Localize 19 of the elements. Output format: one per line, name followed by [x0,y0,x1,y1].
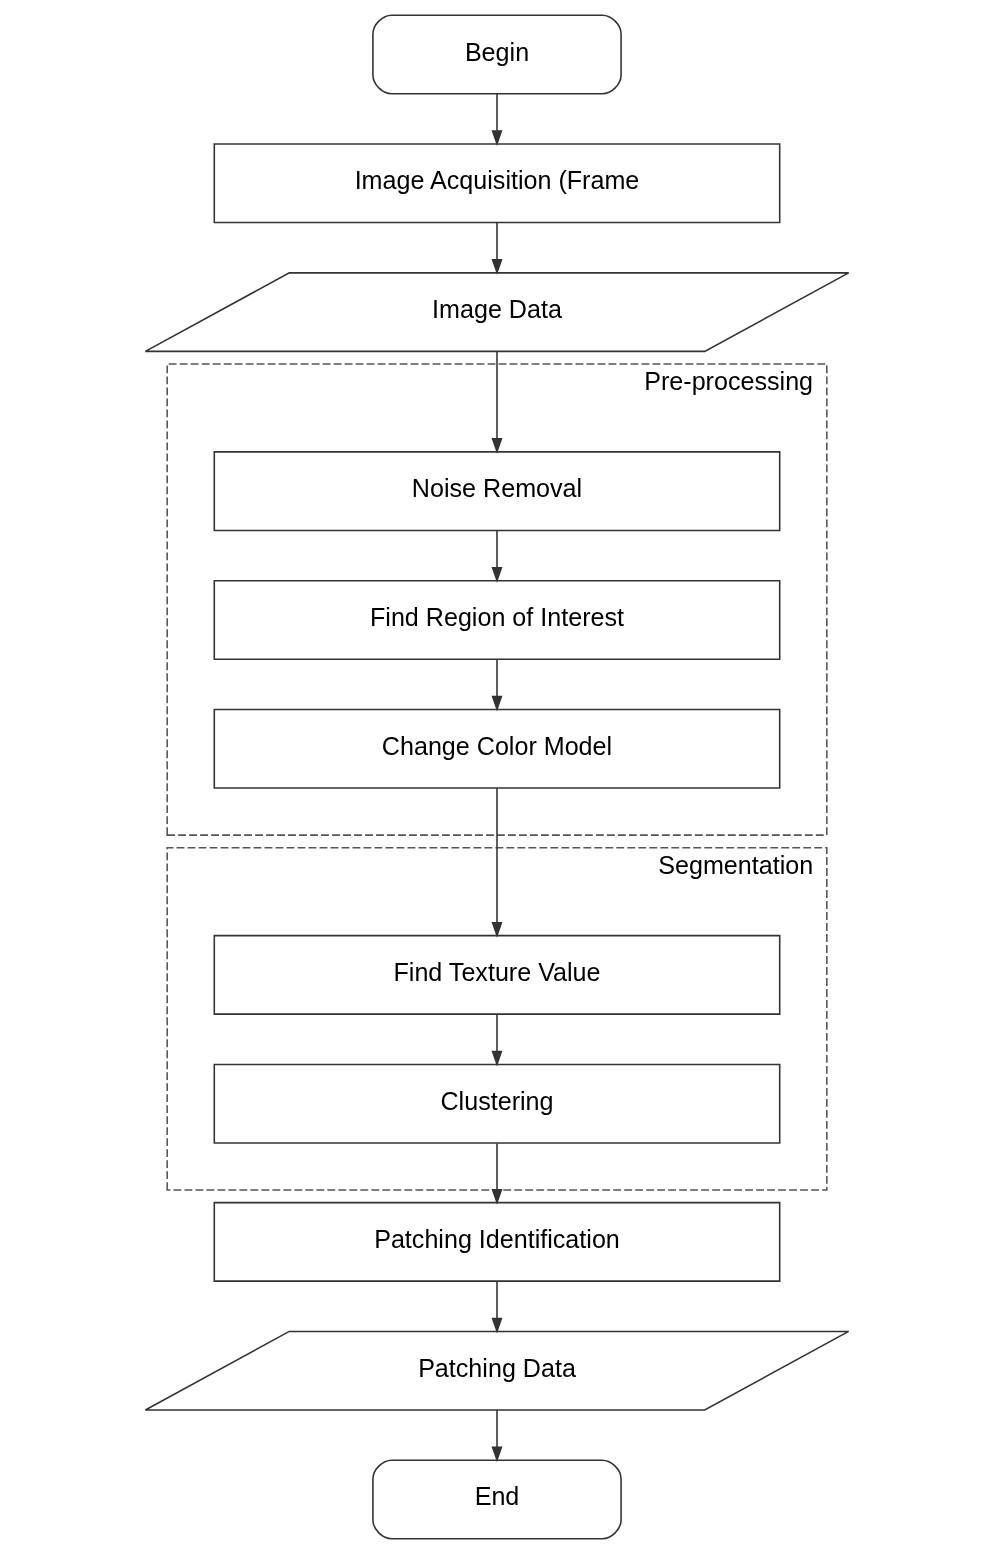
node-box: Noise Removal [213,451,781,532]
arrow [491,529,503,583]
node-box: Image Acquisition (Frame [213,143,781,224]
arrow [491,350,503,454]
node-box: Change Color Model [213,708,781,789]
node-box: Patching Identification [213,1201,781,1282]
node-box: Clustering [213,1063,781,1144]
arrow [491,1013,503,1067]
node-box: Begin [372,14,622,95]
arrow [491,221,503,275]
arrow [491,658,503,712]
arrow [491,93,503,146]
arrow [491,787,503,938]
arrow [491,1280,503,1334]
node-box: Find Texture Value [213,934,781,1015]
node-box: Find Region of Interest [213,579,781,660]
arrow [491,1142,503,1205]
arrow [491,1409,503,1463]
node-box: End [372,1459,622,1540]
